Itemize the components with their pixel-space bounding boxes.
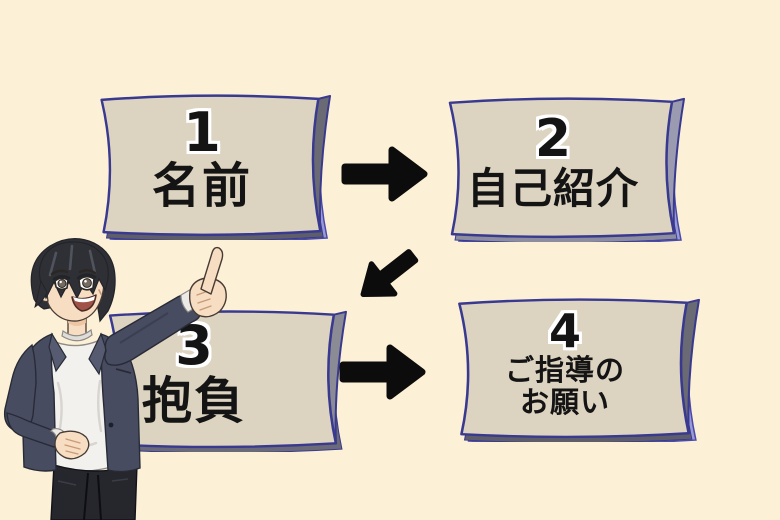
right-arrow-icon: [341, 146, 428, 202]
step-card-2: 2 自己紹介: [434, 93, 686, 242]
scroll-banner-shape: [108, 310, 347, 452]
step-number: 1: [183, 101, 221, 165]
step-card-4: 4 ご指導の お願い: [443, 294, 701, 442]
scroll-banner-shape: [100, 94, 332, 240]
scroll-banner-shape: [458, 298, 700, 442]
arrow-right-1: [338, 142, 430, 206]
right-arrow-icon: [339, 344, 426, 400]
presenter-character: [3, 238, 227, 520]
scroll-banner-shape: [448, 97, 685, 242]
step-card-1: 1 名前: [86, 90, 332, 240]
step-number: 4: [548, 303, 581, 358]
step-label: 名前: [151, 158, 252, 215]
step-label: 抱負: [142, 372, 246, 430]
down-left-arrow-icon: [360, 249, 419, 298]
arrow-down-left: [344, 240, 432, 310]
step-card-3: 3 抱負: [94, 306, 348, 452]
step-label-line1: ご指導の: [504, 352, 625, 387]
step-label-line2: お願い: [519, 385, 610, 419]
step-label: 自己紹介: [466, 163, 639, 213]
step-number: 2: [534, 108, 572, 169]
arrow-right-2: [336, 340, 428, 404]
